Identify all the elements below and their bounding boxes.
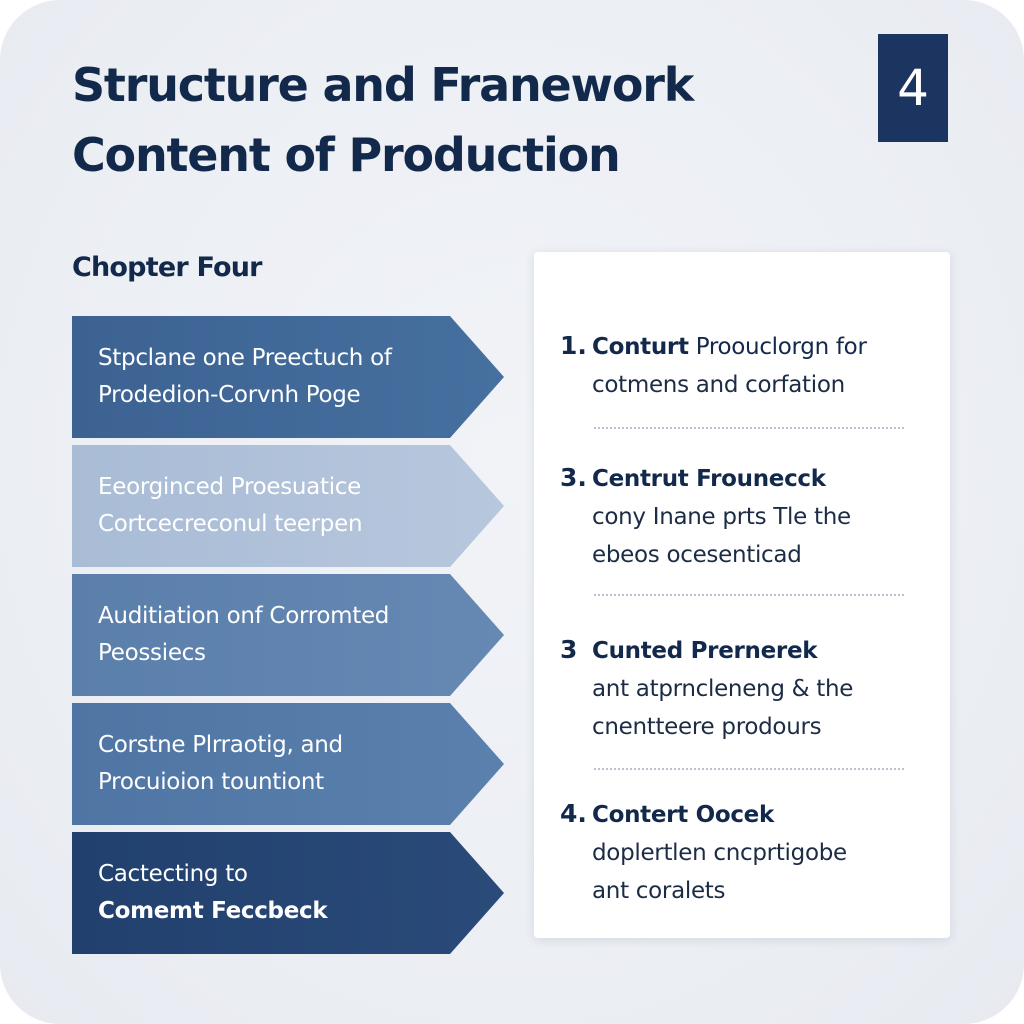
arrow-step-5-line-2: Comemt Feccbeck bbox=[98, 898, 328, 924]
arrow-step-3: Auditiation onf Corromted Peossiecs bbox=[72, 574, 504, 696]
arrow-step-1: Stpclane one Preectuch of Prodedion-Corv… bbox=[72, 316, 504, 438]
card-item-4-number: 4. bbox=[560, 799, 587, 828]
card-item-1-head: Conturt bbox=[592, 334, 689, 360]
arrow-step-5-line-1: Cactecting to bbox=[98, 861, 248, 887]
arrow-step-4: Corstne Plrraotig, and Procuioion tounti… bbox=[72, 703, 504, 825]
arrow-step-2: Eeorginced Proesuatice Cortcecreconul te… bbox=[72, 445, 504, 567]
page-title: Structure and Franework Content of Produ… bbox=[72, 50, 832, 190]
dotted-divider bbox=[594, 768, 904, 770]
title-line-1: Structure and Franework bbox=[72, 58, 694, 112]
card-item-3-line-2: cnentteere prodours bbox=[592, 714, 822, 740]
arrow-step-2-line-1: Eeorginced Proesuatice bbox=[98, 474, 361, 500]
content-card: 1. Conturt Proouclorgn for cotmens and c… bbox=[534, 252, 950, 938]
card-item-2-number: 3. bbox=[560, 463, 587, 492]
arrow-step-5: Cactecting to Comemt Feccbeck bbox=[72, 832, 504, 954]
arrow-step-2-line-2: Cortcecreconul teerpen bbox=[98, 511, 363, 537]
card-item-4-line-2: ant coralets bbox=[592, 878, 726, 904]
card-item-3-number: 3 bbox=[560, 635, 578, 664]
card-item-1-line-1: Conturt Proouclorgn for bbox=[592, 328, 942, 366]
arrow-step-3-line-2: Peossiecs bbox=[98, 640, 206, 666]
chapter-number-badge: 4 bbox=[878, 34, 948, 142]
arrow-step-1-line-1: Stpclane one Preectuch of bbox=[98, 345, 392, 371]
arrow-step-4-line-1: Corstne Plrraotig, and bbox=[98, 732, 343, 758]
card-item-2-line-1: cony Inane prts Tle the bbox=[592, 504, 851, 530]
chapter-label: Chopter Four bbox=[72, 252, 262, 283]
arrow-step-1-line-2: Prodedion-Corvnh Poge bbox=[98, 382, 361, 408]
dotted-divider bbox=[594, 427, 904, 429]
card-item-2-head: Centrut Frounecck bbox=[592, 466, 826, 492]
card-item-1-number: 1. bbox=[560, 331, 587, 360]
card-item-4-head: Contert Oocek bbox=[592, 802, 774, 828]
title-line-2: Content of Production bbox=[72, 128, 621, 182]
card-item-1-line-2: cotmens and corfation bbox=[592, 372, 845, 398]
arrow-step-3-line-1: Auditiation onf Corromted bbox=[98, 603, 390, 629]
card-item-3-head: Cunted Prernerek bbox=[592, 638, 818, 664]
card-item-3-line-1: ant atprncleneng & the bbox=[592, 676, 854, 702]
card-item-2-line-2: ebeos ocesenticad bbox=[592, 542, 802, 568]
dotted-divider bbox=[594, 594, 904, 596]
card-item-1-lead: Proouclorgn for bbox=[695, 334, 867, 360]
card-item-4-line-1: doplertlen cncprtigobe bbox=[592, 840, 847, 866]
arrow-step-4-line-2: Procuioion tountiont bbox=[98, 769, 324, 795]
